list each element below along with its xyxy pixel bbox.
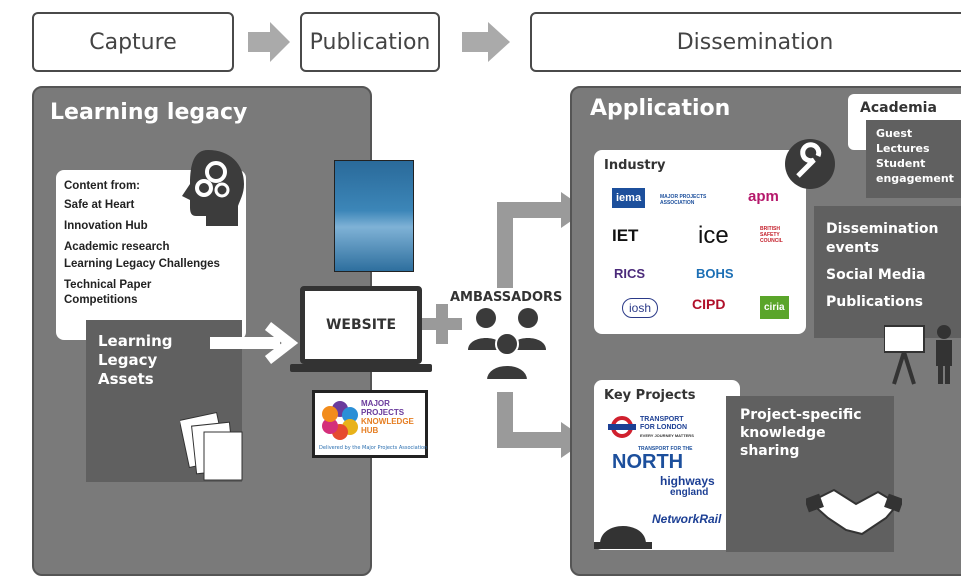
highways-logo: highways england (660, 474, 715, 498)
apm-logo: apm (748, 188, 779, 205)
plus-icon-vertical (436, 304, 448, 344)
assets-line: Assets (98, 370, 154, 388)
rics-logo: RICS (614, 266, 646, 281)
hub-logo-text: MAJOR PROJECTS KNOWLEDGE HUB (361, 399, 414, 435)
academia-line: Lectures (876, 142, 930, 155)
key-projects-card (594, 380, 740, 550)
laptop-base (290, 364, 432, 372)
academia-line: Guest (876, 127, 913, 140)
hub-caption: Delivered by the Major Projects Associat… (319, 445, 428, 451)
iet-logo: IET (612, 226, 639, 245)
networkrail-logo: NetworkRail (652, 512, 722, 526)
hub-line: HUB (361, 426, 379, 435)
dissemination-line: Dissemination (826, 221, 939, 237)
content-heading: Content from: (64, 180, 141, 192)
content-item: Competitions (64, 294, 138, 306)
tfl-logo: TRANSPORT FOR LONDON EVERY JOURNEY MATTE… (640, 416, 694, 440)
hardhat-icon (594, 526, 652, 549)
hub-line: KNOWLEDGE (361, 417, 414, 426)
project-specific-lines: Project-specific knowledge sharing (740, 406, 862, 460)
ciria-logo: ciria (760, 296, 789, 319)
highways-bottom: england (670, 487, 709, 498)
stage-capture-label: Capture (89, 29, 177, 55)
bohs-logo: BOHS (696, 266, 734, 281)
content-list: Content from: Safe at Heart Innovation H… (64, 178, 244, 306)
dissemination-lines: Dissemination events Social Media Public… (826, 220, 938, 312)
assets-line: Learning (98, 332, 173, 350)
head-gears-icon (182, 150, 244, 226)
tfn-bottom: NORTH (612, 451, 684, 473)
ice-logo: ice (698, 222, 729, 249)
laptop-screen: WEBSITE (300, 286, 422, 364)
tfl-name: TRANSPORT FOR LONDON (640, 416, 688, 431)
learning-legacy-title: Learning legacy (50, 100, 248, 125)
highways-top: highways (660, 474, 715, 488)
stage-arrow-1 (248, 22, 290, 62)
project-line: knowledge (740, 425, 826, 441)
publication-cover-image (334, 160, 414, 272)
wrench-icon (785, 139, 835, 189)
learning-legacy-assets-label: Learning Legacy Assets (98, 332, 173, 389)
handshake-icon (806, 488, 902, 536)
dissemination-line: Social Media (826, 267, 926, 283)
stage-dissemination: Dissemination (530, 12, 961, 72)
stage-publication: Publication (300, 12, 440, 72)
content-item: Learning Legacy Challenges (64, 258, 220, 270)
iosh-logo: iosh (622, 298, 659, 318)
academia-detail-card (866, 120, 961, 198)
dissemination-line: events (826, 240, 880, 256)
application-title: Application (590, 96, 731, 121)
iema-logo: iema (612, 188, 646, 208)
bsc-logo: BRITISH SAFETY COUNCIL (760, 226, 783, 244)
academia-lines: Guest Lectures Student engagement (876, 126, 954, 186)
academia-line: engagement (876, 172, 954, 185)
industry-title: Industry (604, 158, 666, 173)
mpa-logo: MAJOR PROJECTS ASSOCIATION (660, 194, 707, 206)
ambassadors-people-icon (468, 308, 546, 381)
dissemination-card (814, 206, 961, 338)
content-item: Technical Paper (64, 279, 152, 291)
content-item: Innovation Hub (64, 220, 148, 232)
ambassadors-label: AMBASSADORS (450, 290, 563, 305)
content-item: Academic research (64, 241, 170, 253)
knowledge-hub-logo: MAJOR PROJECTS KNOWLEDGE HUB Delivered b… (312, 390, 428, 458)
hub-line: MAJOR (361, 399, 390, 408)
tfl-roundel-icon (608, 416, 636, 438)
stage-capture: Capture (32, 12, 234, 72)
hub-line: PROJECTS (361, 408, 405, 417)
tfn-top: TRANSPORT FOR THE (638, 446, 693, 452)
project-line: sharing (740, 443, 800, 459)
stage-publication-label: Publication (309, 29, 431, 55)
stage-arrow-2 (462, 22, 510, 62)
academia-line: Student (876, 157, 926, 170)
dissemination-line: Publications (826, 294, 924, 310)
project-line: Project-specific (740, 407, 862, 423)
presenter-icon (884, 325, 952, 385)
website-label: WEBSITE (325, 317, 397, 333)
tfl-tagline: EVERY JOURNEY MATTERS (640, 433, 694, 438)
documents-icon (180, 411, 243, 481)
key-projects-title: Key Projects (604, 388, 696, 403)
assets-line: Legacy (98, 351, 158, 369)
tfn-logo: TRANSPORT FOR THE NORTH (612, 446, 692, 472)
content-item: Safe at Heart (64, 199, 135, 211)
cipd-logo: CIPD (692, 296, 726, 312)
academia-title: Academia (860, 100, 937, 116)
stage-dissemination-label: Dissemination (676, 29, 834, 55)
hub-flower-icon (322, 401, 358, 440)
assets-to-website-arrow (210, 322, 299, 364)
